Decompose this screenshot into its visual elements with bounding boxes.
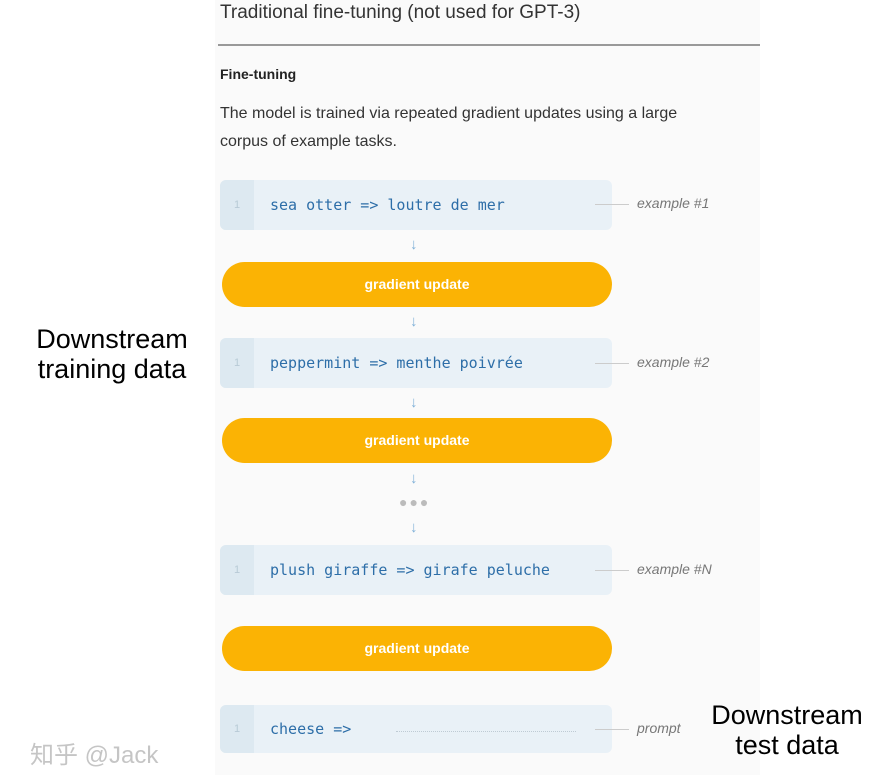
code-prompt: 1 cheese => [220, 705, 612, 753]
arrow-down-icon: ↓ [410, 394, 418, 411]
arrow-down-icon: ↓ [410, 236, 418, 253]
example-label: example #2 [595, 354, 709, 370]
blank-line [396, 731, 576, 732]
divider [218, 44, 760, 46]
ellipsis: ●●● [399, 494, 431, 510]
arrow-down-icon: ↓ [410, 470, 418, 487]
arrow-down-icon: ↓ [410, 519, 418, 536]
arrow-left-icon [595, 362, 629, 364]
line-number: 1 [220, 338, 254, 388]
example-label: example #N [595, 561, 712, 577]
code-example-n: 1 plush giraffe => girafe peluche [220, 545, 612, 595]
gradient-update: gradient update [222, 418, 612, 463]
arrow-left-icon [595, 569, 629, 571]
gradient-update: gradient update [222, 626, 612, 671]
code-text: plush giraffe => girafe peluche [270, 561, 550, 579]
line-number: 1 [220, 180, 254, 230]
arrow-left-icon [595, 203, 629, 205]
section-heading: Fine-tuning [220, 66, 297, 82]
gradient-update: gradient update [222, 262, 612, 307]
arrow-down-icon: ↓ [410, 313, 418, 330]
code-text: sea otter => loutre de mer [270, 196, 505, 214]
line-number: 1 [220, 545, 254, 595]
code-text: peppermint => menthe poivrée [270, 354, 523, 372]
prompt-label: prompt [595, 720, 681, 736]
watermark: 知乎 @Jack [30, 742, 159, 769]
code-example-2: 1 peppermint => menthe poivrée [220, 338, 612, 388]
arrow-left-icon [595, 728, 629, 730]
example-label: example #1 [595, 195, 709, 211]
code-text: cheese => [270, 720, 352, 738]
description: The model is trained via repeated gradie… [220, 105, 678, 150]
training-data-annotation: Downstream training data [36, 324, 188, 384]
code-example-1: 1 sea otter => loutre de mer [220, 180, 612, 230]
line-number: 1 [220, 705, 254, 753]
diagram-title: Traditional fine-tuning (not used for GP… [220, 2, 581, 23]
test-data-annotation: Downstream test data [711, 700, 863, 760]
